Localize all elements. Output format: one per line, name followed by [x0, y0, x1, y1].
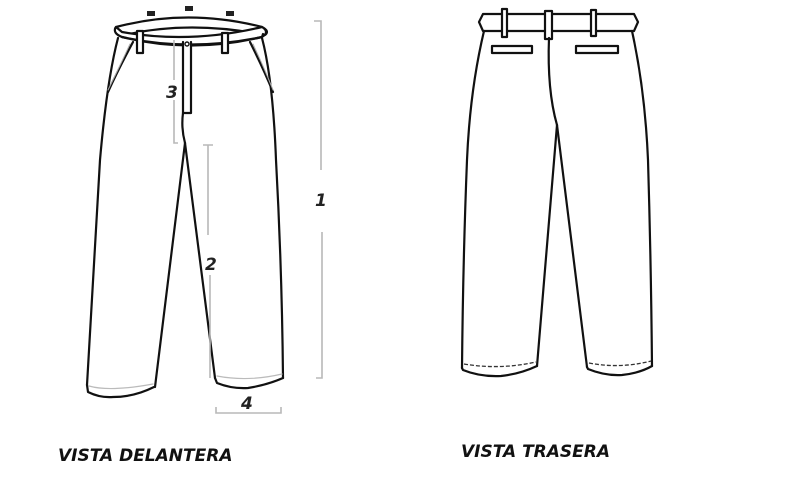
back-right-outseam: [630, 29, 654, 368]
measurement-label-2: 2: [205, 255, 217, 275]
dimension-line-4: [215, 407, 282, 414]
front-right-pocket: [248, 40, 275, 94]
front-right-outseam: [260, 36, 285, 380]
measurement-label-3: 3: [166, 83, 178, 103]
front-left-hem: [85, 383, 156, 399]
belt-loop: [220, 31, 230, 55]
back-right-hem: [585, 364, 654, 377]
front-view-caption: VISTA DELANTERA: [58, 446, 233, 466]
back-left-hem: [460, 364, 539, 378]
back-left-pocket: [490, 44, 534, 55]
belt-loop: [543, 9, 554, 41]
back-view-caption: VISTA TRASERA: [461, 442, 611, 462]
back-right-inseam: [555, 123, 589, 369]
button: [184, 41, 190, 47]
front-crotch: [181, 111, 187, 145]
back-left-outseam: [460, 29, 486, 370]
back-right-pocket: [574, 44, 620, 55]
dimension-line-2: [203, 144, 213, 235]
back-left-inseam: [535, 123, 559, 368]
back-right-hem-stitch: [588, 360, 652, 367]
measurement-label-4: 4: [241, 394, 253, 414]
front-pants-drawing: [85, 6, 285, 399]
front-left-inseam: [153, 141, 187, 389]
belt-loop: [500, 7, 509, 39]
fly: [181, 40, 193, 115]
front-left-pocket: [106, 40, 135, 94]
front-left-outseam: [85, 36, 120, 387]
dimension-lines: [173, 20, 323, 414]
measurement-label-1: 1: [315, 191, 327, 211]
belt-loop: [135, 29, 145, 55]
dimension-line-1: [314, 20, 322, 170]
back-waistband: [477, 12, 640, 33]
back-center-seam: [547, 36, 559, 127]
back-left-hem-stitch: [463, 361, 537, 368]
back-pants-drawing: [460, 7, 654, 378]
front-right-hem: [213, 376, 285, 390]
belt-loop: [589, 8, 598, 38]
